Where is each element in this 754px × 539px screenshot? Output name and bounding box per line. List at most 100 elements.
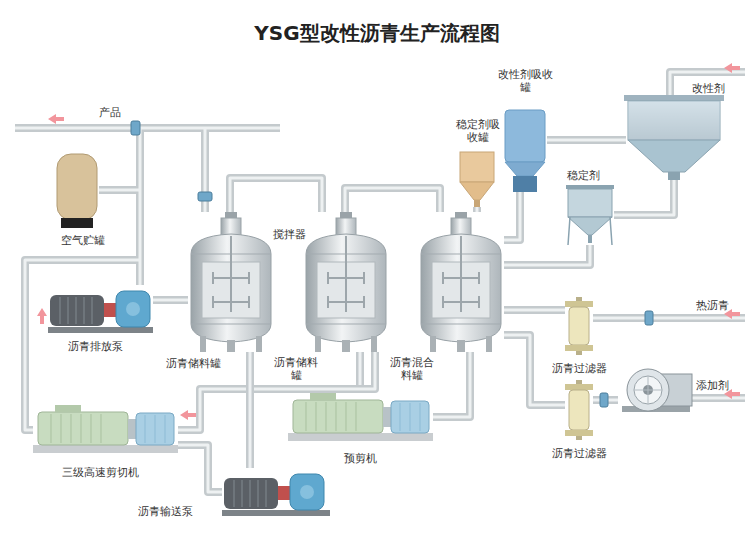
shear-drawing (33, 405, 178, 453)
pipe-highlight (504, 245, 590, 265)
modifier-tank-part (628, 101, 720, 140)
valves-part (131, 121, 140, 135)
pump-part (116, 291, 150, 327)
filter-part (565, 301, 593, 307)
conetank-part (588, 235, 592, 243)
pipe-connector (504, 306, 565, 314)
bluetank-part (505, 162, 545, 176)
equipment-shape (288, 393, 433, 441)
pipe-highlight (504, 309, 565, 312)
pipe-connector (345, 188, 440, 212)
equipment: 改性剂吸收罐 (503, 110, 547, 192)
equipment-shape (565, 297, 593, 355)
equipment-shape (418, 212, 504, 352)
modifier-tank (624, 95, 724, 180)
conetank-part (568, 217, 612, 235)
pipe-connector (153, 296, 188, 304)
equipment-label: 三级高速剪切机 (62, 466, 139, 479)
equipment-shape (33, 405, 178, 453)
pump-part (126, 302, 140, 316)
equipment-shape (188, 212, 274, 352)
pump-part (224, 478, 278, 509)
blower-part (634, 376, 662, 404)
conetank-part (568, 189, 612, 217)
pump-part (290, 474, 324, 510)
shear-part (400, 403, 420, 431)
tancone-drawing (460, 152, 494, 207)
pipe-connector (473, 207, 481, 212)
static-pipes-part-part (692, 397, 745, 400)
equipment-label: 沥青储料罐 (273, 356, 319, 382)
modifier-tank-part (624, 95, 724, 101)
static-pipes (15, 72, 745, 430)
diagram-title: YSG型改性沥青生产流程图 (254, 20, 499, 47)
pipe-connector (504, 192, 520, 240)
equipment: 沥青混合料罐 (418, 212, 504, 352)
pipe-highlight (504, 192, 520, 240)
shear-part (391, 401, 429, 433)
equipment-label: 沥青储料罐 (166, 357, 221, 370)
reactor-part (455, 212, 467, 218)
equipment-shape (460, 152, 494, 207)
equipment: 沥青过滤器 (565, 380, 593, 440)
flow-arrows-part (724, 63, 740, 73)
equipment: 沥青排放泵 (48, 285, 153, 333)
equipment-shape (565, 380, 593, 440)
equipment: 预剪机 (288, 393, 433, 441)
pump-part (222, 510, 330, 516)
filter-part (569, 390, 589, 430)
static-pipes-part-part (670, 72, 745, 95)
reactor-drawing (191, 212, 271, 352)
pipe-group (504, 245, 590, 265)
air-part (57, 154, 97, 220)
equipment-label: 沥青排放泵 (68, 340, 123, 353)
reactor-part (342, 340, 350, 352)
pump-part (234, 480, 266, 507)
pump-part (278, 486, 290, 500)
modifier-tank-part (668, 172, 680, 180)
pipe-connector (178, 445, 222, 492)
filter-part (569, 307, 589, 345)
filter-drawing (565, 297, 593, 355)
pipe-group (433, 352, 470, 417)
filter-drawing (565, 380, 593, 440)
pipe-group (504, 310, 565, 311)
pump-drawing (222, 474, 330, 516)
equipment: 沥青过滤器 (565, 297, 593, 355)
air-drawing (57, 154, 97, 228)
bluetank-part (505, 110, 545, 162)
reactor-part (227, 340, 235, 352)
conetank-part (566, 185, 614, 189)
pipe-group (477, 207, 478, 212)
filter-part (565, 345, 593, 351)
static-pipes-part-part (614, 175, 674, 215)
flow-arrows-part (180, 410, 196, 420)
stream-label: 产品 (99, 106, 121, 119)
equipment-shape (503, 110, 547, 192)
equipment-shape (48, 285, 153, 333)
reactor-part (457, 340, 465, 352)
reactor-part (340, 212, 352, 218)
static-pipes-part-part (614, 175, 674, 215)
pipe-group (250, 352, 251, 468)
equipment: 沥青输送泵 (222, 468, 330, 516)
shear-part (33, 445, 178, 453)
pump-drawing (48, 291, 153, 333)
reactor-part (225, 212, 237, 218)
equipment-label: 沥青过滤器 (552, 447, 607, 460)
pipe-highlight (433, 352, 470, 417)
static-pipes-part-part (25, 260, 140, 430)
pipe-connector (433, 352, 470, 417)
blower-part (634, 376, 662, 404)
equipment-label: 稳定剂吸收罐 (455, 118, 501, 144)
equipment-label: 预剪机 (344, 452, 377, 465)
shear-part (128, 419, 136, 439)
equipment-shape (566, 185, 614, 245)
filter-part (565, 430, 593, 436)
pipe-highlight (249, 352, 252, 468)
static-pipes-part-part (25, 260, 140, 430)
pipe-group (178, 445, 222, 492)
pipe-connector (246, 352, 254, 468)
pump-part (104, 303, 116, 317)
